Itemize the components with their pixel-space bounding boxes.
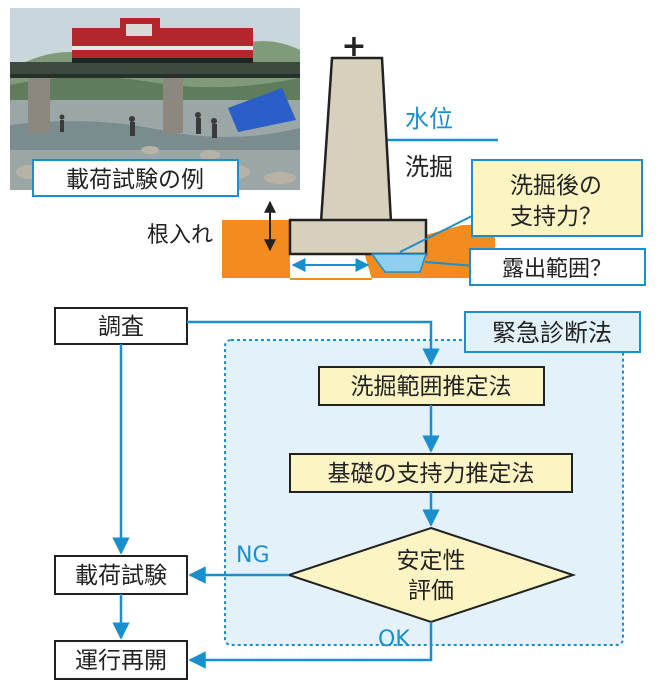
exposed-area xyxy=(370,253,428,273)
scour-label: 洗掘 xyxy=(405,153,453,181)
pier-footing xyxy=(288,218,428,256)
photo-pier xyxy=(28,78,50,133)
stability-evaluation-diamond: 安定性 評価 xyxy=(285,526,577,624)
stability-line1: 安定性 xyxy=(397,548,466,574)
arrow-ok-to-resume xyxy=(188,622,433,669)
survey-text: 調査 xyxy=(98,314,144,340)
foundation-bearing-estimation-box: 基礎の支持力推定法 xyxy=(289,453,573,493)
flow-connectors xyxy=(112,320,440,669)
resume-operation-text: 運行再開 xyxy=(75,648,167,674)
emergency-method-title: 緊急診断法 xyxy=(464,311,641,353)
foundation-bearing-estimation-text: 基礎の支持力推定法 xyxy=(328,461,535,487)
survey-box: 調査 xyxy=(54,307,188,345)
exposed-range-callout: 露出範囲？ xyxy=(469,248,646,286)
photo-pier xyxy=(163,78,183,133)
resume-operation-box: 運行再開 xyxy=(54,640,188,680)
bearing-callout-line1: 洗掘後の xyxy=(510,173,602,199)
ng-label: NG xyxy=(236,543,270,568)
ok-label: OK xyxy=(378,627,410,652)
load-test-text: 載荷試験 xyxy=(75,563,167,589)
emergency-method-text: 緊急診断法 xyxy=(492,319,612,347)
exposed-callout-pointer xyxy=(424,261,476,267)
photo-caption-text: 載荷試験の例 xyxy=(66,167,204,193)
exposed-range-text: 露出範囲？ xyxy=(502,257,612,282)
bearing-callout: 洗掘後の 支持力？ xyxy=(471,159,643,237)
scour-range-estimation-text: 洗掘範囲推定法 xyxy=(351,374,512,400)
stability-line2: 評価 xyxy=(408,578,454,604)
arrow-survey-to-scour xyxy=(187,320,440,366)
pier-column xyxy=(319,56,393,224)
load-test-box: 載荷試験 xyxy=(54,555,188,595)
blue-tarp xyxy=(228,88,296,132)
scour-range-estimation-box: 洗掘範囲推定法 xyxy=(318,366,545,406)
water-level-label: 水位 xyxy=(405,105,453,133)
embedment-label: 根入れ xyxy=(147,223,213,248)
bearing-callout-line2: 支持力？ xyxy=(510,204,602,230)
load-plus-sign: + xyxy=(341,29,366,64)
bearing-callout-pointer xyxy=(399,214,475,253)
photo-caption: 載荷試験の例 xyxy=(32,159,239,197)
locomotive xyxy=(72,18,253,63)
